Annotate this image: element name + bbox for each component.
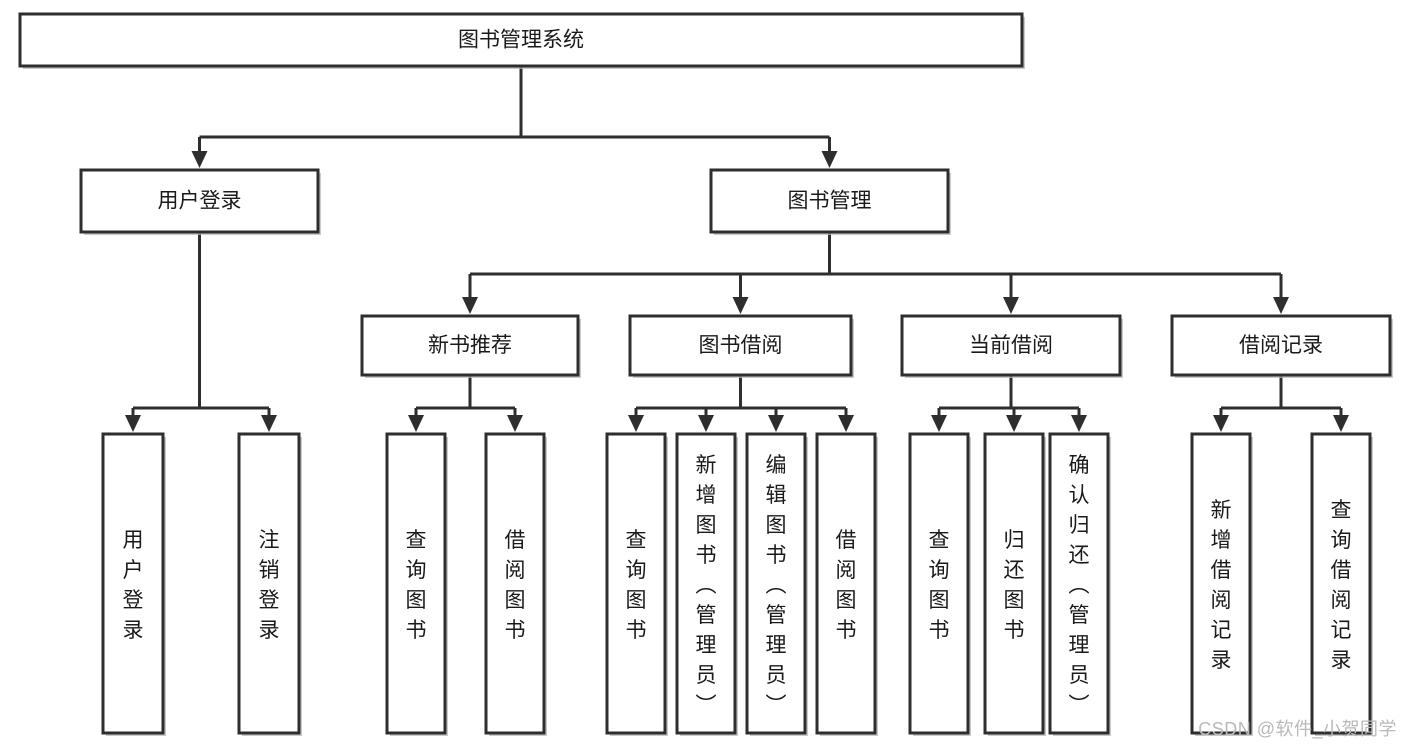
node-label: 确认归还︵管理员︶ (1069, 454, 1090, 717)
node-label: 图书管理 (788, 190, 872, 213)
node-label: 注销登录 (259, 529, 280, 642)
root-node-book-management-system[interactable]: 图书管理系统 (18, 12, 1025, 69)
node-label: 查询图书 (929, 529, 950, 642)
node-book-management[interactable]: 图书管理 (709, 168, 951, 235)
node-box[interactable] (815, 432, 877, 735)
node-box[interactable] (484, 432, 546, 735)
leaf-add-borrow-record[interactable]: 新增借阅记录 (1190, 432, 1253, 736)
arrow-head-icon (408, 415, 424, 432)
node-box[interactable] (908, 432, 970, 735)
leaf-query-book-current[interactable]: 查询图书 (908, 432, 971, 736)
node-label: 图书管理系统 (458, 29, 584, 52)
node-box[interactable] (628, 314, 853, 377)
node-box[interactable] (385, 432, 447, 735)
leaf-query-book-borrow[interactable]: 查询图书 (605, 432, 668, 736)
arrow-head-icon (1213, 415, 1229, 432)
node-user-login[interactable]: 用户登录 (79, 168, 321, 235)
node-box[interactable] (1310, 432, 1372, 735)
node-borrow-record[interactable]: 借阅记录 (1170, 314, 1393, 378)
leaf-return-book[interactable]: 归还图书 (983, 432, 1046, 736)
leaf-logout[interactable]: 注销登录 (237, 432, 302, 736)
node-box[interactable] (1048, 432, 1110, 735)
node-box[interactable] (605, 432, 667, 735)
leaf-user-login[interactable]: 用户登录 (101, 432, 166, 736)
leaf-confirm-return-admin[interactable]: 确认归还︵管理员︶ (1048, 432, 1111, 736)
node-box[interactable] (675, 432, 737, 735)
leaf-borrow-book[interactable]: 借阅图书 (815, 432, 878, 736)
node-label: 编辑图书︵管理员︶ (766, 454, 787, 717)
leaf-add-book-admin[interactable]: 新增图书︵管理员︶ (675, 432, 738, 736)
arrow-head-icon (1273, 297, 1289, 314)
node-box[interactable] (237, 432, 301, 735)
node-box[interactable] (745, 432, 807, 735)
node-label: 借阅图书 (836, 529, 857, 642)
node-box[interactable] (18, 12, 1024, 68)
leaf-query-borrow-record[interactable]: 查询借阅记录 (1310, 432, 1373, 736)
node-label: 当前借阅 (969, 334, 1053, 357)
node-current-borrow[interactable]: 当前借阅 (900, 314, 1123, 378)
node-label: 用户登录 (158, 190, 242, 213)
node-box[interactable] (79, 168, 320, 234)
node-layer: 图书管理系统用户登录图书管理新书推荐图书借阅当前借阅借阅记录用户登录注销登录查询… (18, 12, 1393, 736)
arrow-head-icon (628, 415, 644, 432)
node-box[interactable] (360, 314, 580, 377)
arrow-head-icon (261, 415, 277, 432)
leaf-query-book-recommend[interactable]: 查询图书 (385, 432, 448, 736)
arrow-head-icon (1003, 297, 1019, 314)
node-box[interactable] (900, 314, 1122, 377)
arrow-head-icon (125, 415, 141, 432)
node-label: 借阅图书 (505, 529, 526, 642)
node-label: 查询借阅记录 (1331, 499, 1352, 672)
arrow-head-icon (1333, 415, 1349, 432)
arrow-head-icon (732, 297, 749, 314)
arrow-head-icon (821, 151, 838, 168)
node-label: 借阅记录 (1239, 334, 1323, 357)
leaf-borrow-book-recommend[interactable]: 借阅图书 (484, 432, 547, 736)
node-box[interactable] (101, 432, 165, 735)
arrow-head-icon (1006, 415, 1022, 432)
leaf-edit-book-admin[interactable]: 编辑图书︵管理员︶ (745, 432, 808, 736)
node-label: 新增图书︵管理员︶ (696, 454, 717, 717)
node-label: 用户登录 (123, 529, 144, 642)
node-box[interactable] (1170, 314, 1392, 377)
node-label: 查询图书 (626, 529, 647, 642)
arrow-head-icon (1071, 415, 1087, 432)
node-label: 新书推荐 (428, 334, 512, 357)
arrow-head-icon (507, 415, 523, 432)
node-box[interactable] (1190, 432, 1252, 735)
node-label: 新增借阅记录 (1211, 499, 1232, 672)
node-box[interactable] (983, 432, 1045, 735)
node-book-borrow[interactable]: 图书借阅 (628, 314, 854, 378)
arrow-head-icon (191, 151, 208, 168)
node-box[interactable] (709, 168, 950, 234)
arrow-head-icon (931, 415, 947, 432)
arrow-head-icon (698, 415, 714, 432)
arrow-head-icon (462, 297, 478, 314)
arrow-head-icon (768, 415, 784, 432)
arrow-head-icon (838, 415, 854, 432)
node-label: 归还图书 (1004, 529, 1025, 642)
node-label: 查询图书 (406, 529, 427, 642)
connector-layer (125, 66, 1349, 432)
node-new-book-recommend[interactable]: 新书推荐 (360, 314, 581, 378)
node-label: 图书借阅 (699, 334, 783, 357)
